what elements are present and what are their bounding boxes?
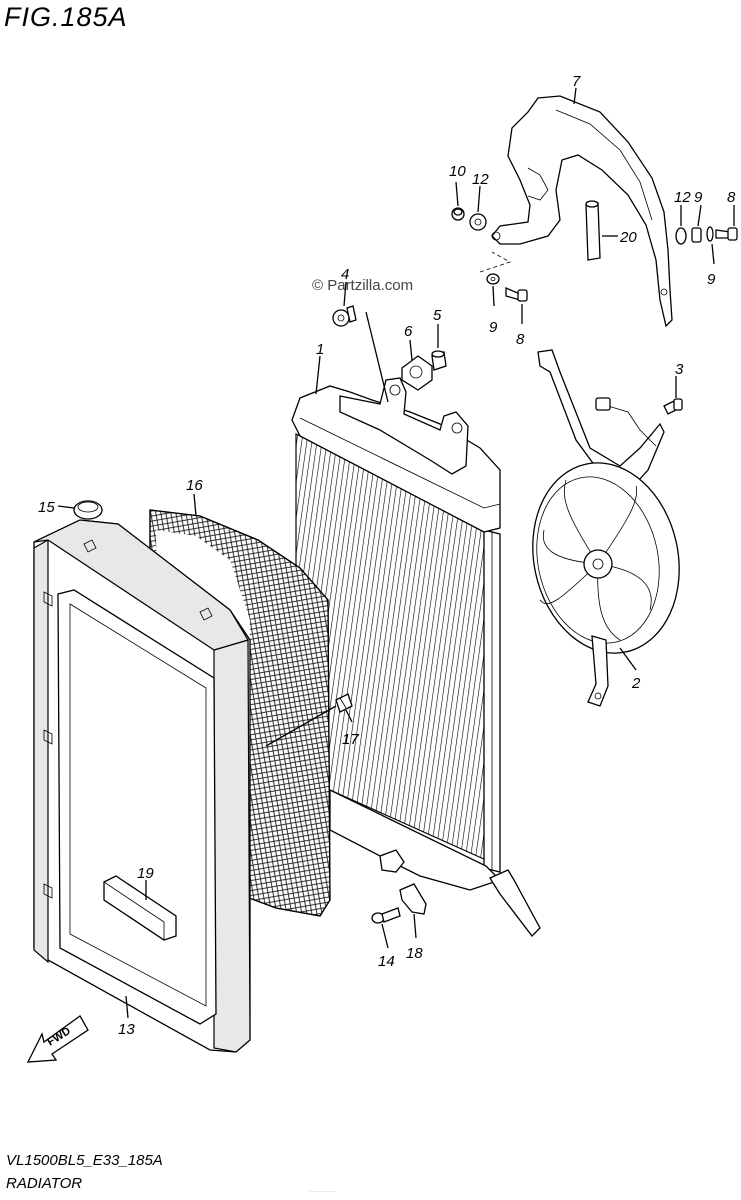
washer-part-9-left[interactable] <box>486 273 500 285</box>
callout-9-left: 9 <box>489 319 498 336</box>
section-name: RADIATOR <box>6 1175 83 1192</box>
radiator-part-1[interactable] <box>291 377 541 937</box>
radiator-cover-part-13[interactable] <box>33 519 251 1053</box>
figure-title: FIG.185A <box>4 2 128 32</box>
callout-9-right: 9 <box>707 271 716 288</box>
callout-15: 15 <box>38 499 55 516</box>
collar-part-4[interactable] <box>332 305 357 327</box>
callout-12-right: 12 <box>674 189 691 206</box>
cap-part-15[interactable] <box>73 500 103 520</box>
model-code: VL1500BL5_E33_185A <box>6 1152 163 1169</box>
collar-part-12[interactable] <box>469 213 487 231</box>
callout-8-left: 8 <box>516 331 525 348</box>
bolt-part-3[interactable] <box>663 398 683 415</box>
screw-part-14[interactable] <box>371 907 401 924</box>
sleeve-part-20[interactable] <box>585 200 601 261</box>
callout-6: 6 <box>404 323 413 340</box>
callout-18: 18 <box>406 945 423 962</box>
label-part-19[interactable] <box>103 875 177 941</box>
bolt-part-8-left[interactable] <box>505 287 528 302</box>
callout-1: 1 <box>316 341 324 358</box>
callout-7: 7 <box>572 73 581 90</box>
callout-13: 13 <box>118 1021 135 1038</box>
callout-5: 5 <box>433 307 442 324</box>
clip-part-17[interactable] <box>335 693 353 713</box>
callout-16: 16 <box>186 477 203 494</box>
callout-3: 3 <box>675 361 684 378</box>
callout-4: 4 <box>341 266 349 283</box>
callout-12: 12 <box>472 171 489 188</box>
cushion-part-6[interactable] <box>401 355 433 391</box>
cooling-fan-part-2[interactable] <box>516 349 697 707</box>
footer-reference: .......... <box>310 1188 337 1194</box>
callout-2: 2 <box>631 675 641 692</box>
clamp-part-18[interactable] <box>399 883 427 915</box>
spacer-part-10[interactable] <box>691 227 702 243</box>
leader-lines <box>57 87 735 1019</box>
callout-17: 17 <box>342 731 359 748</box>
bolt-part-8-right[interactable] <box>715 227 738 241</box>
callout-labels: 7 10 12 12 9 8 9 20 9 8 4 6 5 1 3 2 15 1… <box>38 73 736 1038</box>
callout-14: 14 <box>378 953 395 970</box>
callout-10: 9 <box>694 189 703 206</box>
collar-part-5[interactable] <box>431 350 447 371</box>
grommet-part-11[interactable] <box>451 207 465 221</box>
washer-part-9-right[interactable] <box>706 226 714 242</box>
watermark: © Partzilla.com <box>312 277 414 294</box>
callout-8-right: 8 <box>727 189 736 206</box>
collar-part-12-right[interactable] <box>675 227 687 245</box>
callout-11: 10 <box>449 163 466 180</box>
fwd-arrow-icon: FWD <box>26 1015 89 1063</box>
callout-19: 19 <box>137 865 154 882</box>
upper-cover-part-7[interactable] <box>491 95 673 328</box>
callout-20: 20 <box>619 229 637 246</box>
